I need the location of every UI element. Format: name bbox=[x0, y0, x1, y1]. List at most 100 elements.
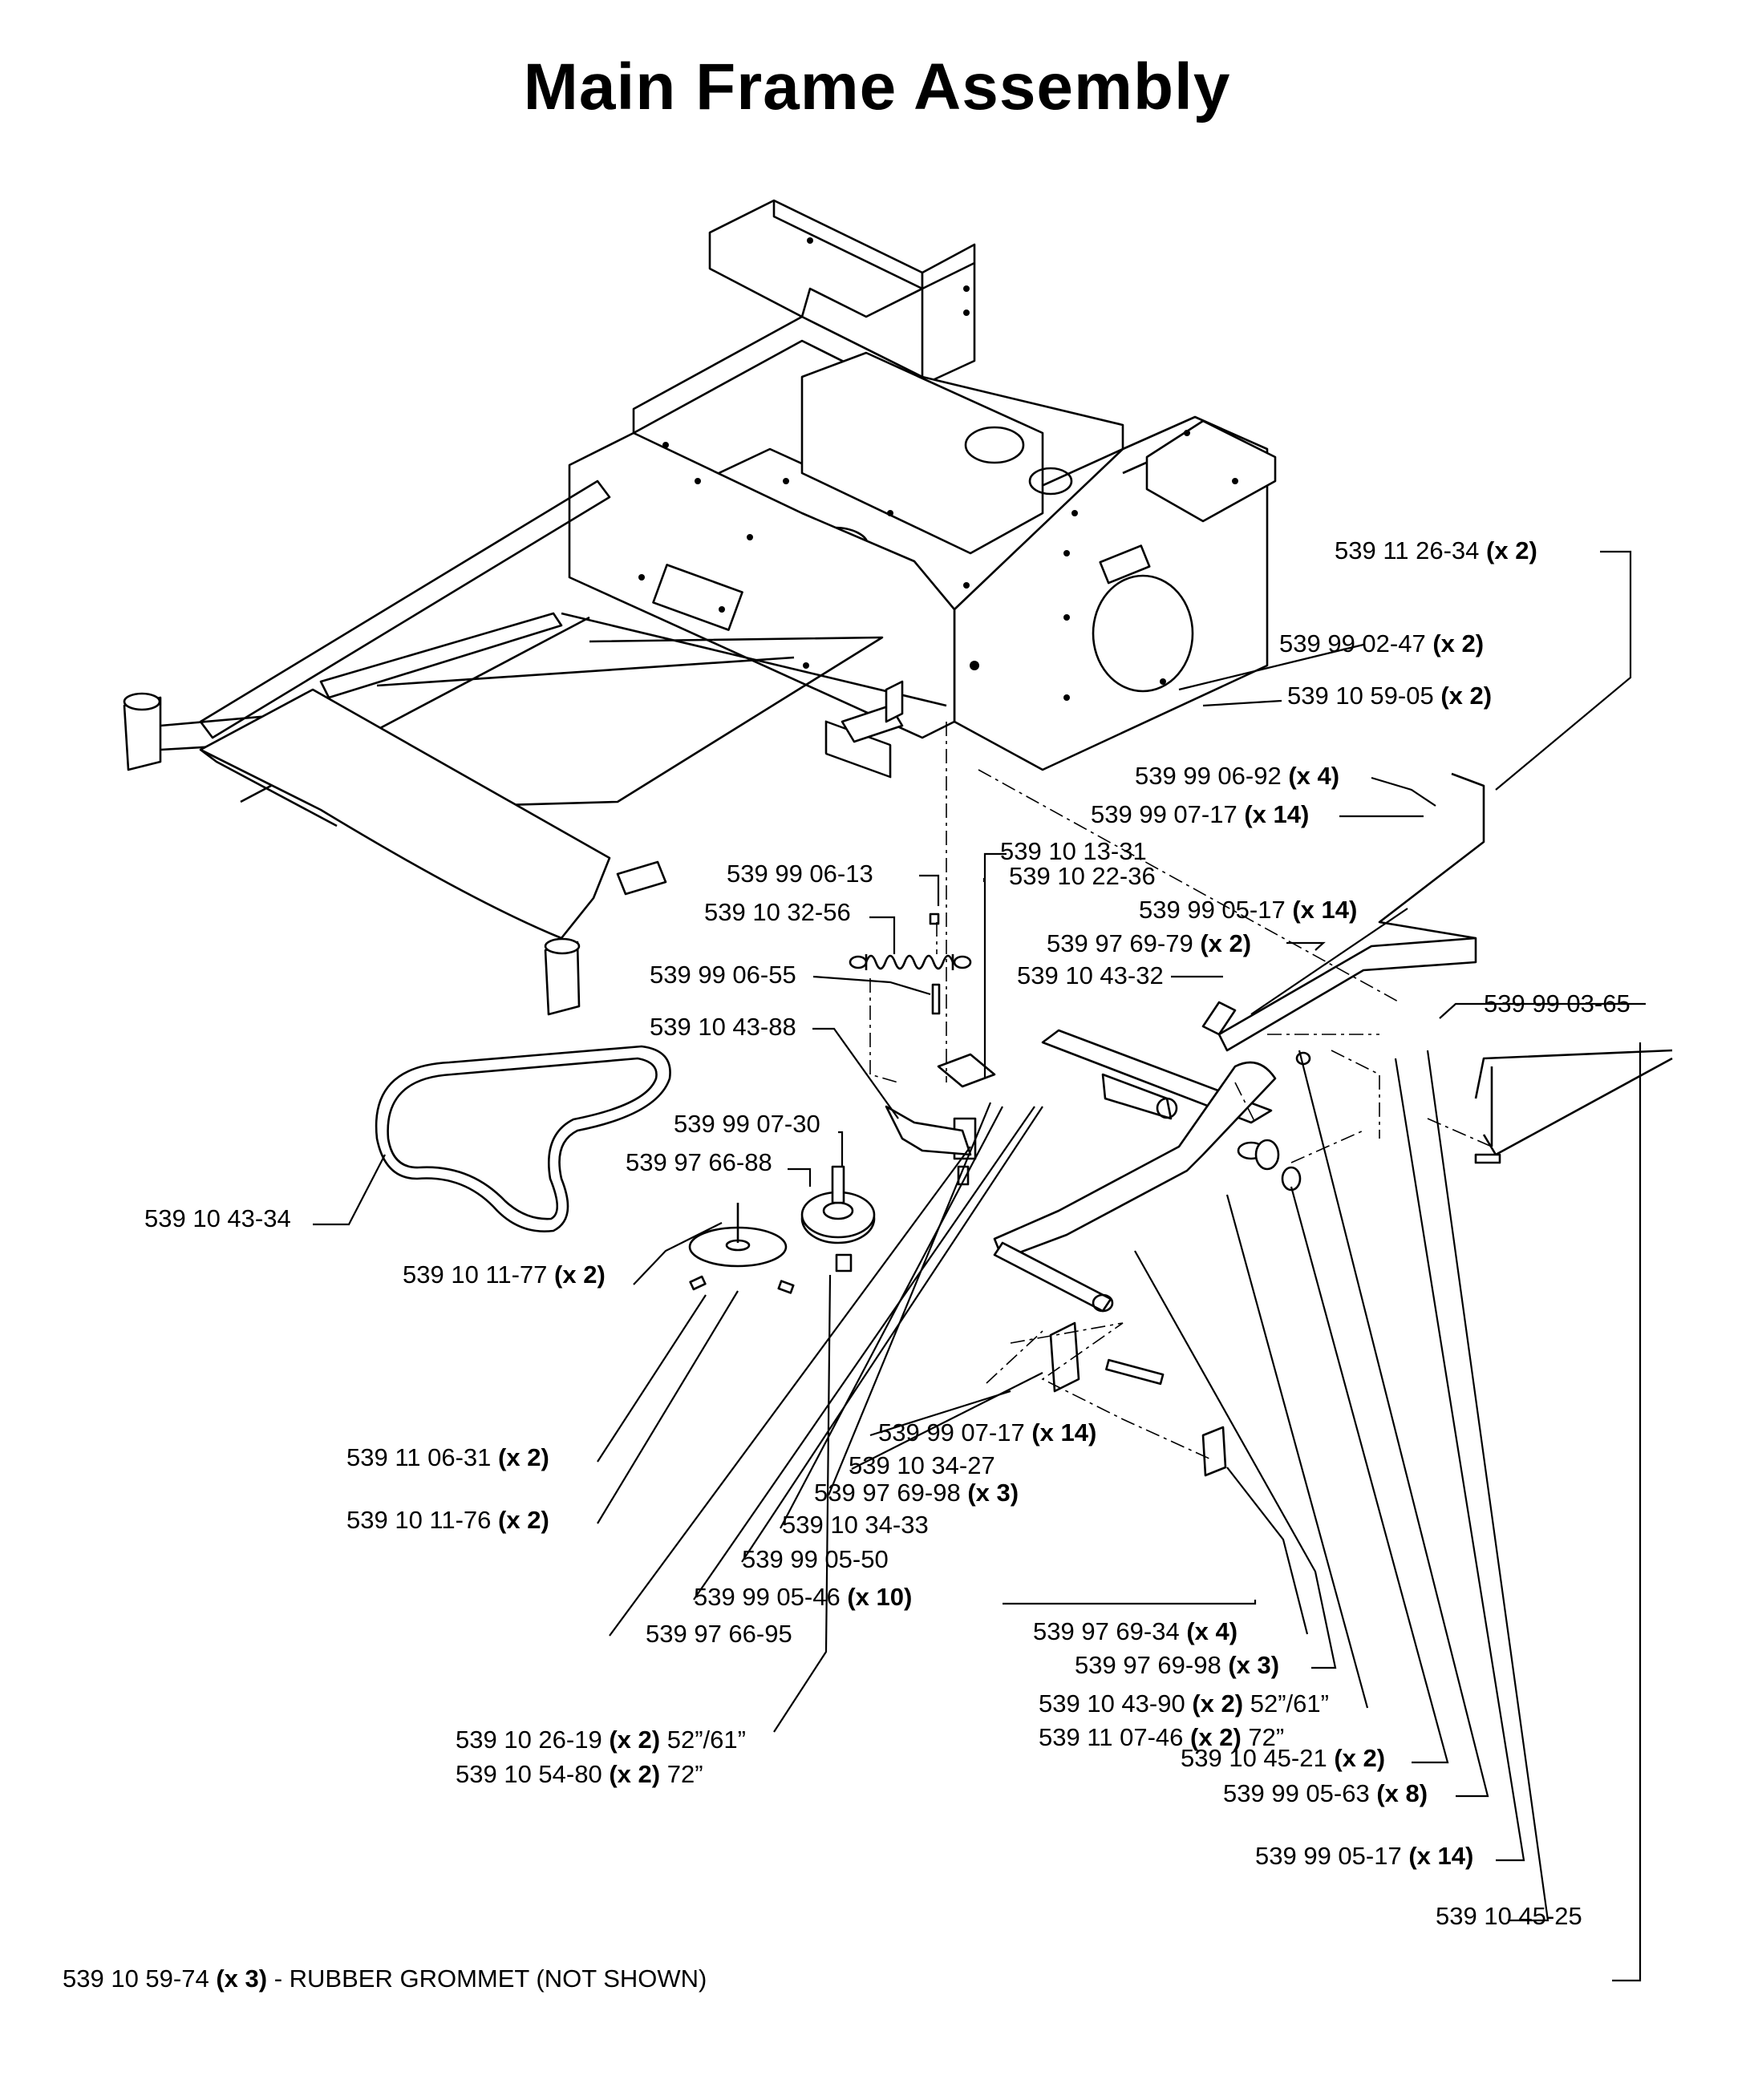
part-qty: (x 3) bbox=[967, 1479, 1019, 1507]
label-p01: 539 11 26-34 (x 2) bbox=[1335, 536, 1537, 564]
part-number: 539 10 43-32 bbox=[1017, 961, 1164, 989]
part-qty: (x 2) bbox=[1432, 629, 1484, 658]
main-frame-drawing bbox=[123, 199, 1277, 1016]
label-p04: 539 99 06-92 (x 4) bbox=[1135, 762, 1339, 790]
part-number: 539 97 69-98 bbox=[814, 1479, 961, 1507]
part-qty: (x 14) bbox=[1292, 896, 1357, 924]
label-p17: 539 97 66-88 bbox=[626, 1148, 772, 1176]
part-number: 539 99 06-13 bbox=[727, 860, 873, 888]
label-p18: 539 10 43-34 bbox=[144, 1204, 291, 1232]
part-number: 539 10 43-88 bbox=[650, 1013, 796, 1041]
label-p32: 539 10 26-19 (x 2) 52”/61” bbox=[456, 1726, 746, 1754]
label-p03: 539 10 59-05 (x 2) bbox=[1287, 682, 1492, 710]
assembly-lines bbox=[869, 722, 1493, 1460]
part-number: 539 10 22-36 bbox=[1009, 862, 1156, 890]
part-number: 539 97 69-79 bbox=[1047, 929, 1193, 957]
part-number: 539 97 66-95 bbox=[646, 1620, 792, 1648]
label-p05: 539 99 07-17 (x 14) bbox=[1091, 800, 1309, 828]
label-p14: 539 10 43-88 bbox=[650, 1013, 796, 1041]
idler-pulleys-drawing bbox=[688, 912, 996, 1294]
part-qty: (x 2) bbox=[609, 1726, 660, 1754]
label-p09: 539 10 32-56 bbox=[704, 898, 851, 926]
label-p02: 539 99 02-47 (x 2) bbox=[1279, 629, 1484, 658]
part-qty: (x 2) bbox=[1486, 536, 1537, 564]
label-p26: 539 99 05-50 bbox=[742, 1545, 889, 1573]
part-qty: (x 14) bbox=[1031, 1418, 1096, 1447]
part-number: 539 11 06-31 bbox=[346, 1443, 491, 1471]
label-p19: 539 10 11-77 (x 2) bbox=[403, 1260, 606, 1289]
part-number: 539 10 32-56 bbox=[704, 898, 851, 926]
part-number: 539 10 13-31 bbox=[1000, 837, 1147, 865]
part-number: 539 99 07-17 bbox=[878, 1418, 1025, 1447]
part-number: 539 99 06-92 bbox=[1135, 762, 1282, 790]
label-p16: 539 99 07-30 bbox=[674, 1110, 820, 1138]
part-number: 539 10 34-27 bbox=[849, 1451, 995, 1479]
label-p23: 539 97 69-98 (x 3) bbox=[814, 1479, 1019, 1507]
label-p27: 539 99 05-46 (x 10) bbox=[694, 1583, 912, 1611]
part-number: 539 99 06-55 bbox=[650, 961, 796, 989]
label-p35: 539 10 54-80 (x 2) 72” bbox=[456, 1760, 703, 1788]
part-number: 539 99 05-17 bbox=[1139, 896, 1286, 924]
part-labels: 539 11 26-34 (x 2) 539 99 02-47 (x 2) 53… bbox=[144, 536, 1630, 1930]
label-p08: 539 10 22-36 bbox=[1009, 862, 1156, 890]
part-number: 539 99 07-30 bbox=[674, 1110, 820, 1138]
label-p15: 539 99 03-65 bbox=[1484, 989, 1630, 1018]
part-note: 52”/61” bbox=[667, 1726, 746, 1754]
part-number: 539 97 69-34 bbox=[1033, 1617, 1180, 1645]
label-p36: 539 99 05-63 (x 8) bbox=[1223, 1779, 1428, 1807]
part-number: 539 99 05-63 bbox=[1223, 1779, 1370, 1807]
part-qty: (x 2) bbox=[554, 1260, 606, 1289]
label-p30: 539 97 69-98 (x 3) bbox=[1075, 1651, 1279, 1679]
label-p37: 539 99 05-17 (x 14) bbox=[1255, 1842, 1473, 1870]
part-number: 539 10 45-25 bbox=[1436, 1902, 1582, 1930]
part-qty: (x 8) bbox=[1376, 1779, 1428, 1807]
part-qty: (x 4) bbox=[1186, 1617, 1238, 1645]
label-p24: 539 10 11-76 (x 2) bbox=[346, 1506, 549, 1534]
label-p25: 539 10 34-33 bbox=[782, 1511, 929, 1539]
part-qty: (x 2) bbox=[498, 1443, 549, 1471]
part-number: 539 99 05-46 bbox=[694, 1583, 841, 1611]
part-note: 72” bbox=[1248, 1723, 1284, 1751]
part-number: 539 99 05-50 bbox=[742, 1545, 889, 1573]
part-qty: (x 2) bbox=[498, 1506, 549, 1534]
part-number: 539 10 26-19 bbox=[456, 1726, 602, 1754]
part-number: 539 10 11-77 bbox=[403, 1260, 547, 1289]
leader-lines bbox=[313, 550, 1646, 1982]
label-p21: 539 10 34-27 bbox=[849, 1451, 995, 1479]
label-p33: 539 11 07-46 (x 2) 72” bbox=[1039, 1723, 1284, 1751]
part-number: 539 99 02-47 bbox=[1279, 629, 1426, 658]
part-number: 539 99 05-17 bbox=[1255, 1842, 1402, 1870]
label-p34: 539 10 45-21 (x 2) bbox=[1181, 1744, 1385, 1772]
part-number: 539 97 66-88 bbox=[626, 1148, 772, 1176]
part-qty: (x 10) bbox=[847, 1583, 912, 1611]
label-p29: 539 97 66-95 bbox=[646, 1620, 792, 1648]
footnote-part-number: 539 10 59-74 bbox=[63, 1964, 209, 1993]
part-qty: (x 4) bbox=[1288, 762, 1339, 790]
part-number: 539 11 07-46 bbox=[1039, 1723, 1183, 1751]
label-p31: 539 10 43-90 (x 2) 52”/61” bbox=[1039, 1689, 1329, 1718]
footnote-qty: (x 3) bbox=[216, 1964, 268, 1993]
label-p06: 539 10 13-31 bbox=[1000, 837, 1147, 865]
part-qty: (x 2) bbox=[1192, 1689, 1243, 1718]
part-number: 539 10 43-34 bbox=[144, 1204, 291, 1232]
label-p28: 539 97 69-34 (x 4) bbox=[1033, 1617, 1238, 1645]
label-p38: 539 10 45-25 bbox=[1436, 1902, 1582, 1930]
part-number: 539 10 59-05 bbox=[1287, 682, 1434, 710]
label-p11: 539 97 69-79 (x 2) bbox=[1047, 929, 1251, 957]
part-qty: (x 2) bbox=[1200, 929, 1251, 957]
part-qty: (x 2) bbox=[1334, 1744, 1385, 1772]
label-p10: 539 99 05-17 (x 14) bbox=[1139, 896, 1357, 924]
label-p07: 539 99 06-13 bbox=[727, 860, 873, 888]
label-p22: 539 11 06-31 (x 2) bbox=[346, 1443, 549, 1471]
linkage-arms-drawing bbox=[993, 772, 1673, 1477]
footnote: 539 10 59-74 (x 3) - RUBBER GROMMET (NOT… bbox=[63, 1964, 707, 1993]
page-title: Main Frame Assembly bbox=[523, 51, 1231, 123]
label-p13: 539 99 06-55 bbox=[650, 961, 796, 989]
part-number: 539 10 54-80 bbox=[456, 1760, 602, 1788]
part-qty: (x 2) bbox=[1190, 1723, 1242, 1751]
drive-belt-drawing bbox=[375, 1045, 671, 1232]
part-number: 539 10 11-76 bbox=[346, 1506, 491, 1534]
footnote-text: - RUBBER GROMMET (NOT SHOWN) bbox=[273, 1964, 707, 1993]
part-number: 539 99 07-17 bbox=[1091, 800, 1238, 828]
